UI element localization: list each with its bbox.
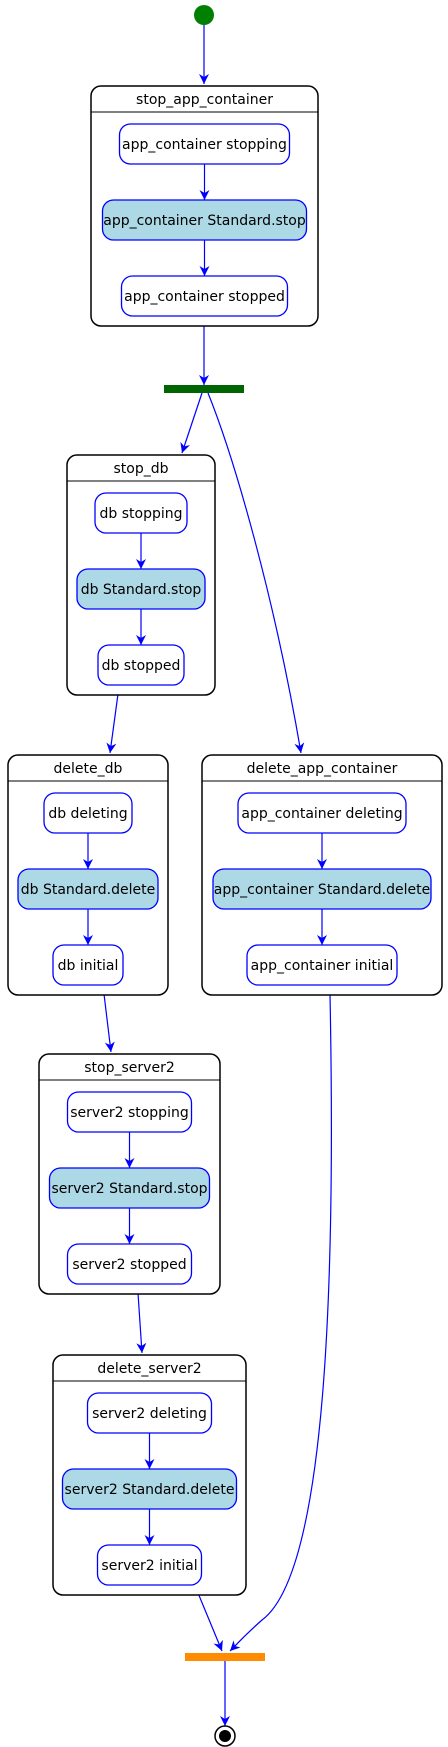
composite-delete_app_container: delete_app_container app_container deleti… [201, 754, 443, 996]
substate-label: app_container Standard.delete [214, 882, 430, 898]
edge-stop-db-to-delete-db [106, 693, 119, 754]
composite-states: stop_app_container app_container stopping… [7, 85, 443, 1596]
substate-label: app_container stopped [124, 289, 285, 305]
substate [246, 944, 398, 986]
substate-label: db initial [58, 958, 119, 974]
edge-delete-app-container-to-join [229, 993, 333, 1652]
composite-title: stop_db [113, 461, 168, 477]
join-bar [185, 1653, 265, 1661]
edge-stop-server2-to-delete-server2 [136, 1292, 147, 1354]
substate-label: server2 stopped [72, 1257, 186, 1273]
substate-label: server2 Standard.stop [51, 1181, 207, 1197]
substate-label: server2 stopping [70, 1105, 188, 1121]
final-node-icon [214, 1725, 236, 1747]
substate-label: app_container Standard.stop [103, 213, 306, 229]
substate-label: app_container stopping [122, 137, 287, 153]
substate-label: db Standard.stop [81, 582, 202, 598]
substate [52, 944, 124, 986]
composite-title: delete_db [54, 761, 123, 777]
edge-delete-db-to-stop-server2 [103, 993, 115, 1053]
substate-label: server2 initial [101, 1558, 197, 1574]
substate-label: app_container deleting [241, 806, 402, 822]
transitions [103, 24, 333, 1726]
composite-delete_server2: delete_server2 server2 deleting server2 St… [52, 1354, 247, 1596]
substate-label: db stopping [100, 506, 183, 522]
composite-title: stop_server2 [84, 1060, 174, 1076]
substate [97, 644, 185, 686]
composite-title: delete_server2 [97, 1361, 201, 1377]
substate-label: server2 deleting [92, 1406, 207, 1422]
composite-stop_app_container: stop_app_container app_container stopping… [90, 85, 319, 327]
substate [66, 1243, 193, 1285]
substate-label: server2 Standard.delete [65, 1482, 235, 1498]
edge-delete-server2-to-join [197, 1592, 223, 1652]
initial-node-icon [194, 5, 214, 25]
composite-stop_server2: stop_server2 server2 stopping server2 Stan… [38, 1053, 221, 1295]
edge-fork-to-delete-app-container [207, 392, 305, 754]
substate [120, 275, 289, 317]
substate-label: db deleting [48, 806, 127, 822]
fork-bar [164, 385, 244, 393]
composite-title: delete_app_container [247, 761, 398, 777]
substate-label: db Standard.delete [21, 882, 155, 898]
edge-fork-to-stop-db [180, 392, 203, 454]
substate-label: db stopped [102, 658, 181, 674]
substate-label: app_container initial [251, 958, 394, 974]
substate [96, 1544, 203, 1586]
composite-title: stop_app_container [136, 92, 273, 108]
